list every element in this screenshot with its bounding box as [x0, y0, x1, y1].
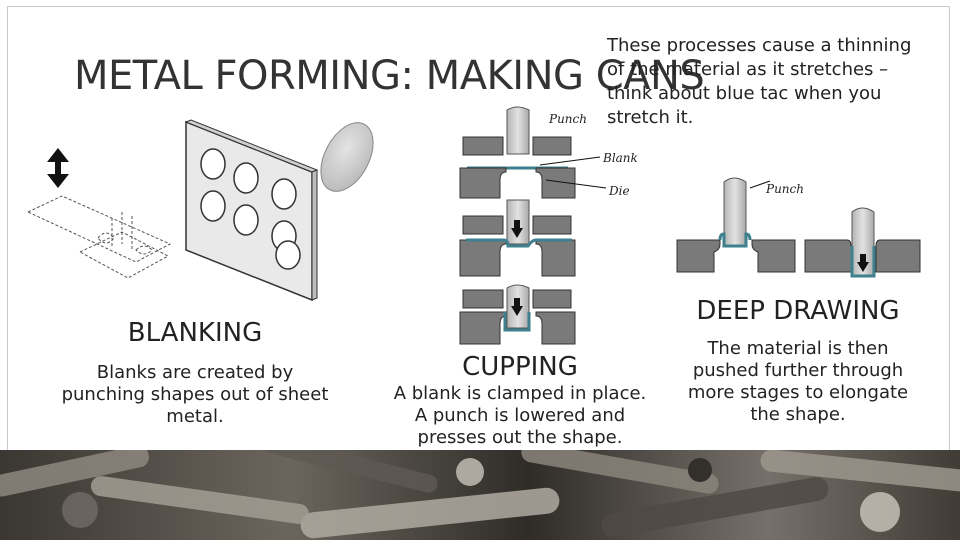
metal-parts-photo [0, 450, 960, 540]
die-label: Die [609, 184, 630, 198]
description-line: pushed further through [668, 360, 928, 382]
cupping-description: A blank is clamped in place. A punch is … [370, 383, 670, 449]
blanking-description: Blanks are created by punching shapes ou… [40, 362, 350, 428]
punch-label-deep: Punch [766, 182, 804, 196]
deep-drawing-stage-2 [805, 208, 920, 276]
description-line: presses out the shape. [370, 427, 670, 449]
blank-disc [310, 114, 384, 200]
description-line: metal. [40, 406, 350, 428]
note-line: of the material as it stretches – [607, 58, 937, 82]
cupping-stage-3 [460, 285, 575, 344]
note-line: These processes cause a thinning [607, 34, 937, 58]
description-line: the shape. [668, 404, 928, 426]
description-line: The material is then [668, 338, 928, 360]
cupping-heading: CUPPING [440, 352, 600, 382]
blanking-heading: BLANKING [100, 318, 290, 348]
double-arrow-icon [47, 148, 69, 188]
note-line: think about blue tac when you [607, 82, 937, 106]
perforated-sheet [186, 120, 317, 300]
thinning-note: These processes cause a thinning of the … [607, 34, 937, 130]
description-line: Blanks are created by [40, 362, 350, 384]
blank-label: Blank [603, 151, 638, 165]
description-line: punching shapes out of sheet [40, 384, 350, 406]
cupping-stage-2 [460, 200, 575, 276]
deep-drawing-heading: DEEP DRAWING [680, 296, 916, 326]
note-line: stretch it. [607, 106, 937, 130]
description-line: A blank is clamped in place. [370, 383, 670, 405]
blanking-press-drawing [28, 196, 170, 278]
punch-label: Punch [549, 112, 587, 126]
deep-drawing-description: The material is then pushed further thro… [668, 338, 928, 426]
description-line: A punch is lowered and [370, 405, 670, 427]
description-line: more stages to elongate [668, 382, 928, 404]
